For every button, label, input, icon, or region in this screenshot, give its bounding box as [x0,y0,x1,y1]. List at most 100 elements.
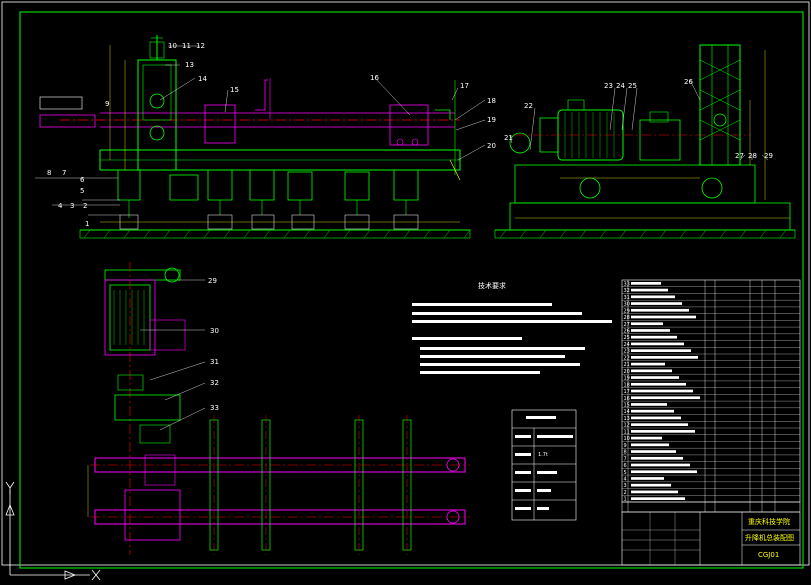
parts-list-item-text [631,456,683,460]
part-label-31: 31 [210,358,219,366]
parts-list-item-text [631,490,678,494]
part-label-29: 29 [764,152,773,160]
part-label-28: 28 [748,152,757,160]
parts-list-item-number: 18 [624,382,630,388]
part-label-5: 5 [80,187,84,195]
parts-list-item-text [631,369,672,373]
parts-list-item-number: 8 [624,450,627,456]
parts-list-item-number: 24 [624,342,630,348]
parts-list-item-text [631,416,681,420]
parts-list-item-text [631,423,688,426]
parts-list-item-text [631,362,665,366]
parts-list-item-text [631,430,695,433]
parts-list-item-number: 1 [624,497,627,503]
part-label-30: 30 [210,327,219,335]
part-label-29-plan: 29 [208,277,217,285]
parts-list: 3332313029282726252423222120191817161514… [621,279,801,513]
part-label-21: 21 [504,134,513,142]
inner-border [19,11,804,569]
parts-list-item-text [631,329,670,332]
parts-list-item-number: 5 [624,470,627,476]
parts-list-item-number: 17 [624,389,630,395]
part-label-10: 10 [168,42,177,50]
part-label-33: 33 [210,404,219,412]
ucs-axis-icon [5,481,101,581]
parts-list-item-number: 20 [624,369,630,375]
parts-list-item-text [631,470,697,474]
part-label-1: 1 [85,220,89,228]
parts-list-item-text [631,409,674,413]
parts-list-item-number: 26 [624,329,630,335]
parts-list-item-text [631,322,663,326]
parts-list-item-text [631,477,664,480]
parts-list-item-number: 10 [624,436,630,442]
parts-list-item-text [631,308,689,312]
parts-list-item-text [631,295,675,299]
part-label-20: 20 [487,142,496,150]
part-label-16: 16 [370,74,379,82]
parts-list-item-text [631,463,690,467]
part-label-15: 15 [230,86,239,94]
parts-list-item-text [631,389,693,393]
part-label-19: 19 [487,116,496,124]
part-label-23: 23 [604,82,613,90]
parts-list-item-number: 13 [624,416,630,422]
part-label-6: 6 [80,176,85,184]
plan-view: 29 30 31 32 33 [87,262,470,555]
parts-list-item-number: 6 [624,463,627,469]
part-label-2: 2 [83,202,87,210]
technical-requirements: 技术要求 [412,281,612,374]
parts-list-item-number: 29 [624,308,630,314]
parts-list-item-text [631,443,669,447]
parts-list-item-text [631,497,685,500]
parts-list-item-number: 30 [624,302,630,308]
parts-list-item-number: 31 [624,295,630,301]
part-label-25: 25 [628,82,637,90]
parts-list-item-number: 19 [624,376,630,382]
parts-list-item-number: 21 [624,362,630,368]
tech-req-title: 技术要求 [478,281,506,290]
part-label-18: 18 [487,97,496,105]
parts-list-item-number: 33 [624,281,630,287]
part-label-4: 4 [58,202,63,210]
part-label-32: 32 [210,379,219,387]
part-label-27: 27 [735,152,744,160]
parts-list-item-text [631,436,662,440]
part-label-22: 22 [524,102,533,110]
parts-list-item-number: 28 [624,315,630,321]
title-block-school: 重庆科技学院 [748,517,790,526]
parts-list-item-text [631,403,667,406]
title-block-drawing-name: 升降机总装配图 [745,533,794,542]
part-label-8: 8 [47,169,51,177]
part-label-11: 11 [182,42,191,50]
parts-list-item-number: 16 [624,396,630,402]
parts-list-item-text [631,356,698,359]
info-table-value-1: 1.7t [538,452,548,458]
title-block: 重庆科技学院 升降机总装配图 CGJ01 [621,511,801,566]
outer-border [1,1,810,566]
part-label-3: 3 [70,202,74,210]
title-block-code: CGJ01 [758,551,779,559]
parts-list-item-number: 14 [624,409,630,415]
part-label-13: 13 [185,61,194,69]
info-table: 1.7t [511,409,577,521]
parts-list-item-number: 15 [624,403,630,409]
parts-list-item-text [631,396,700,400]
front-elevation-view: 10 11 12 13 14 15 16 17 18 19 20 9 8 7 6… [35,35,496,239]
parts-list-item-text [631,450,676,453]
parts-list-item-number: 7 [624,456,627,462]
part-label-12: 12 [196,42,205,50]
parts-list-item-text [631,349,691,352]
part-label-7: 7 [62,169,66,177]
parts-list-item-number: 11 [624,429,630,435]
part-label-9: 9 [105,100,109,108]
parts-list-item-number: 3 [624,483,627,489]
part-label-24: 24 [616,82,625,90]
parts-list-item-text [631,483,671,487]
parts-list-item-number: 25 [624,335,630,341]
parts-list-item-number: 2 [624,490,627,496]
parts-list-item-number: 32 [624,288,630,294]
parts-list-item-number: 22 [624,355,630,361]
parts-list-item-text [631,342,684,346]
parts-list-item-number: 12 [624,423,630,429]
